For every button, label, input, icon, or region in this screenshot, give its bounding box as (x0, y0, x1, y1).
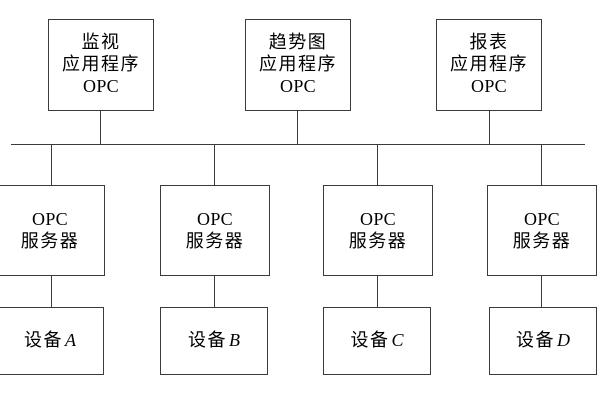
device-box-c[interactable]: 设备 C (323, 307, 431, 375)
opc-server-box-4[interactable]: OPC 服务器 (487, 185, 597, 276)
device-c-label: 设备 (350, 330, 390, 351)
connector-server-4-to-device-d (541, 276, 542, 308)
server-1-line2: 服务器 (20, 230, 80, 251)
server-2-line2: 服务器 (185, 230, 245, 251)
app-report-line3: OPC (471, 75, 507, 96)
application-box-report[interactable]: 报表 应用程序 OPC (436, 19, 542, 111)
connector-app-trend-to-bus (297, 110, 298, 145)
connector-app-monitor-to-bus (100, 110, 101, 145)
device-d-index: D (557, 330, 570, 351)
app-trend-line2: 应用程序 (259, 54, 337, 75)
opc-server-box-2[interactable]: OPC 服务器 (160, 185, 270, 276)
device-a-index: A (65, 330, 76, 351)
device-a-label: 设备 (24, 330, 63, 351)
connector-bus-to-server-4 (541, 144, 542, 186)
opc-server-box-3[interactable]: OPC 服务器 (323, 185, 433, 276)
opc-server-box-1[interactable]: OPC 服务器 (0, 185, 105, 276)
network-bus-line (11, 144, 585, 145)
device-box-a[interactable]: 设备 A (0, 307, 104, 375)
device-box-b[interactable]: 设备 B (160, 307, 268, 375)
app-trend-line3: OPC (280, 75, 316, 96)
device-d-label: 设备 (516, 330, 555, 351)
application-box-trend[interactable]: 趋势图 应用程序 OPC (245, 19, 351, 111)
app-report-line1: 报表 (469, 32, 509, 53)
connector-server-1-to-device-a (51, 276, 52, 308)
device-b-index: B (229, 330, 240, 351)
connector-bus-to-server-1 (51, 144, 52, 186)
device-box-d[interactable]: 设备 D (489, 307, 597, 375)
server-1-line1: OPC (32, 208, 68, 229)
server-3-line2: 服务器 (348, 230, 408, 251)
app-monitor-line1: 监视 (81, 32, 121, 53)
connector-bus-to-server-2 (214, 144, 215, 186)
server-3-line1: OPC (360, 208, 396, 229)
connector-app-report-to-bus (489, 110, 490, 145)
server-4-line1: OPC (524, 208, 560, 229)
connector-server-2-to-device-b (214, 276, 215, 308)
server-4-line2: 服务器 (512, 230, 572, 251)
device-c-index: C (391, 330, 404, 351)
app-monitor-line2: 应用程序 (62, 54, 140, 75)
app-monitor-line3: OPC (83, 75, 119, 96)
app-report-line2: 应用程序 (450, 54, 528, 75)
server-2-line1: OPC (197, 208, 233, 229)
device-b-label: 设备 (188, 330, 227, 351)
app-trend-line1: 趋势图 (268, 32, 328, 53)
application-box-monitor[interactable]: 监视 应用程序 OPC (48, 19, 154, 111)
connector-bus-to-server-3 (377, 144, 378, 186)
connector-server-3-to-device-c (377, 276, 378, 308)
